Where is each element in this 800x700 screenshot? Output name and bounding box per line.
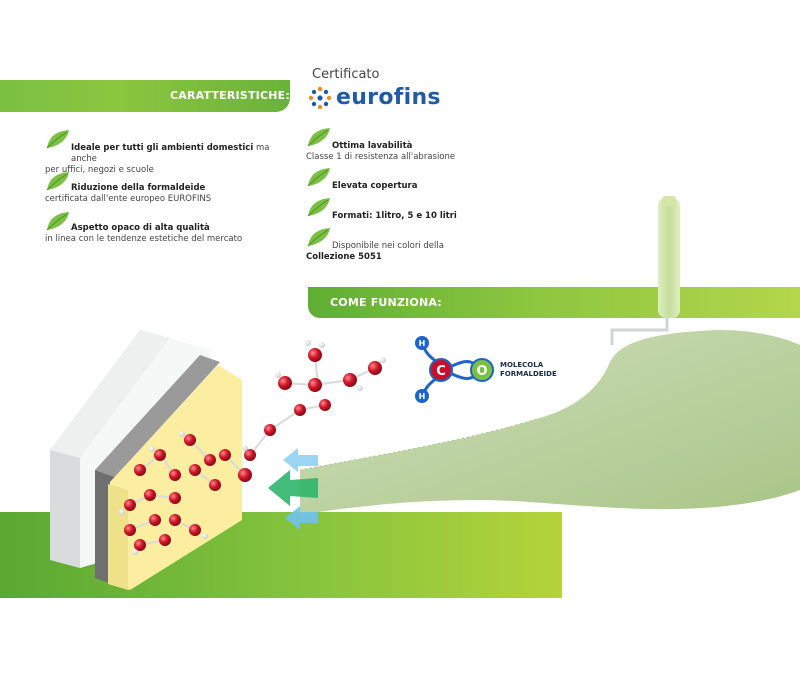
molecule-label-line1: MOLECOLA — [500, 361, 544, 369]
leaf-icon — [46, 172, 69, 191]
leaf-icon — [307, 228, 330, 247]
feature-7-bold: Collezione 5051 — [306, 252, 382, 262]
hydrogen-atom-bottom — [415, 389, 429, 403]
how-title: COME FUNZIONA: — [330, 296, 442, 309]
leaf-icon — [46, 130, 69, 149]
feature-7-plain: Disponibile nei colori della — [332, 241, 444, 251]
feature-item-1: Ideale per tutti gli ambienti domestici … — [45, 130, 295, 176]
oxygen-label: O — [476, 364, 487, 379]
feature-1-bold: Ideale per tutti gli ambienti domestici — [71, 143, 254, 153]
feature-4-line2: Classe 1 di resistenza all'abrasione — [306, 152, 456, 162]
feature-5-bold: Elevata copertura — [332, 181, 418, 191]
molecule-label-line2: FORMALDEIDE — [500, 370, 557, 378]
eurofins-dots-icon — [308, 86, 332, 109]
hydrogen-atom-top — [415, 336, 429, 350]
feature-2-line2: certificata dall'ente europeo EUROFINS — [45, 194, 212, 204]
formaldehyde-molecules — [119, 340, 386, 555]
carbon-label: C — [436, 364, 446, 379]
how-header-band: COME FUNZIONA: — [308, 287, 800, 318]
hydrogen-label-bottom: H — [419, 392, 426, 401]
feature-1-line2: per uffici, negozi e scuole — [45, 165, 154, 175]
molecule-legend: MOLECOLA FORMALDEIDE — [500, 361, 557, 379]
feature-2-bold: Riduzione della formaldeide — [71, 183, 206, 193]
air-flow-arrows — [268, 448, 318, 530]
feature-item-5: Elevata copertura — [306, 168, 526, 192]
hydrogen-label-top: H — [419, 339, 426, 348]
oxygen-atom — [470, 358, 494, 382]
feature-item-6: Formati: 1litro, 5 e 10 litri — [306, 198, 526, 222]
feature-item-4: Ottima lavabilità Classe 1 di resistenza… — [306, 128, 526, 163]
leaf-icon — [307, 198, 330, 217]
carbon-atom — [429, 358, 453, 382]
leaf-icon — [307, 128, 330, 147]
features-title: CARATTERISTICHE: — [170, 89, 290, 102]
grass-swath — [300, 330, 800, 515]
features-header-band: CARATTERISTICHE: — [0, 80, 290, 112]
feature-4-bold: Ottima lavabilità — [332, 141, 413, 151]
feature-6-bold: Formati: 1litro, 5 e 10 litri — [332, 211, 457, 221]
paint-roller — [610, 196, 680, 345]
feature-item-3: Aspetto opaco di alta qualità in linea c… — [45, 212, 295, 245]
feature-item-7: Disponibile nei colori della Collezione … — [306, 228, 526, 263]
feature-item-2: Riduzione della formaldeide certificata … — [45, 172, 295, 205]
feature-1-rest: ma anche — [71, 143, 270, 164]
molecule-diagram: H H C O — [415, 336, 494, 403]
leaf-icon — [46, 212, 69, 231]
eurofins-brand-name: eurofins — [336, 85, 441, 110]
leaf-icon — [307, 168, 330, 187]
eurofins-logo: eurofins — [308, 85, 441, 110]
certificate-label: Certificato — [312, 67, 380, 82]
feature-3-line2: in linea con le tendenze estetiche del m… — [45, 234, 243, 244]
feature-3-bold: Aspetto opaco di alta qualità — [71, 223, 210, 233]
